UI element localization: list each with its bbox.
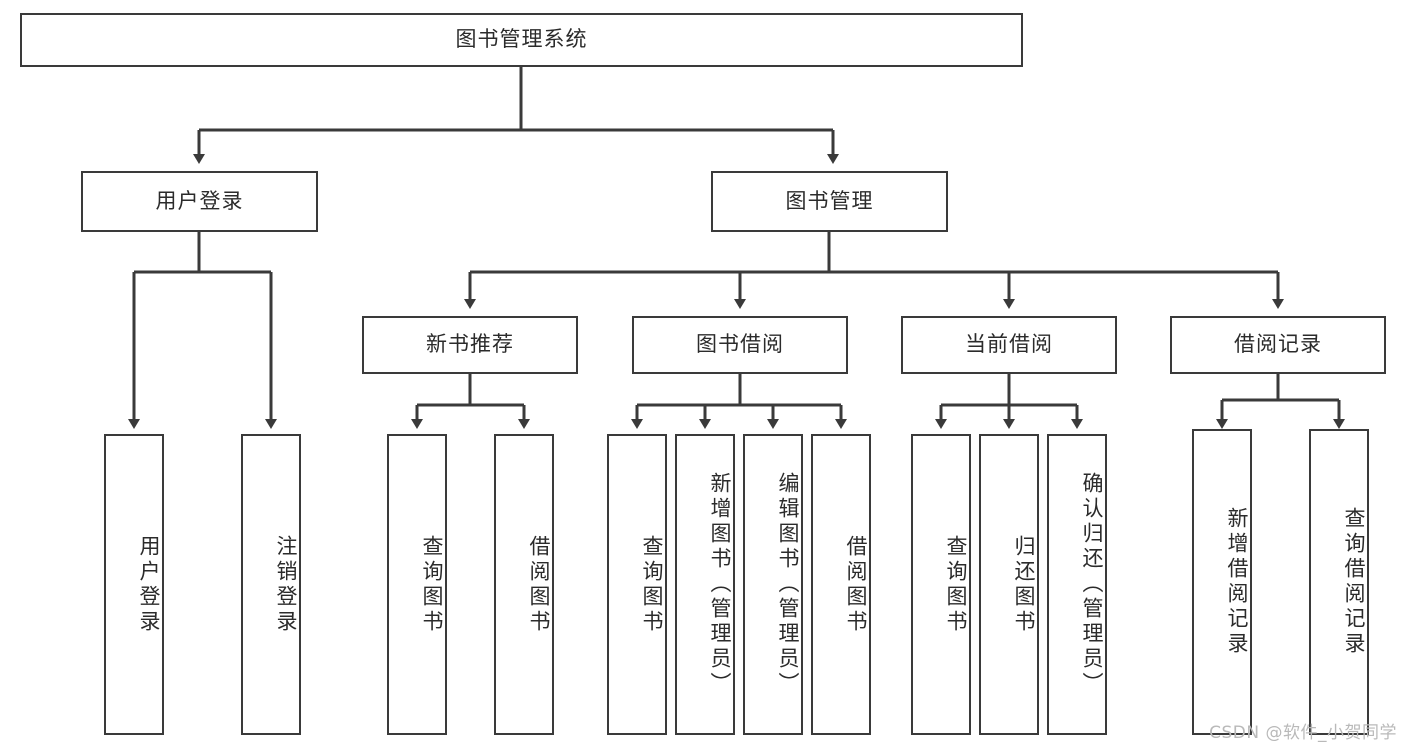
leaf-confirm-return-label: 确认归还（管理员） bbox=[1080, 472, 1104, 697]
node-book-borrow[interactable]: 图书借阅 bbox=[632, 316, 848, 374]
node-book-manage[interactable]: 图书管理 bbox=[711, 171, 948, 232]
leaf-add-book-label: 新增图书（管理员） bbox=[708, 472, 732, 697]
leaf-query-book-3-label: 查询图书 bbox=[944, 534, 968, 635]
leaf-edit-book[interactable]: 编辑图书（管理员） bbox=[743, 434, 803, 735]
node-root-label: 图书管理系统 bbox=[455, 27, 588, 52]
node-book-borrow-label: 图书借阅 bbox=[696, 332, 784, 357]
node-borrow-record-label: 借阅记录 bbox=[1234, 332, 1322, 357]
leaf-borrow-book-1[interactable]: 借阅图书 bbox=[494, 434, 554, 735]
node-borrow-record[interactable]: 借阅记录 bbox=[1170, 316, 1386, 374]
node-new-book-rec[interactable]: 新书推荐 bbox=[362, 316, 578, 374]
leaf-query-book-2-label: 查询图书 bbox=[640, 534, 664, 635]
leaf-edit-book-label: 编辑图书（管理员） bbox=[776, 472, 800, 697]
leaf-query-book-3[interactable]: 查询图书 bbox=[911, 434, 971, 735]
leaf-user-logout[interactable]: 注销登录 bbox=[241, 434, 301, 735]
leaf-query-record[interactable]: 查询借阅记录 bbox=[1309, 429, 1369, 735]
leaf-borrow-book-1-label: 借阅图书 bbox=[527, 534, 551, 635]
leaf-return-book-label: 归还图书 bbox=[1012, 534, 1036, 635]
leaf-confirm-return[interactable]: 确认归还（管理员） bbox=[1047, 434, 1107, 735]
node-user-login-label: 用户登录 bbox=[155, 188, 244, 213]
leaf-user-logout-label: 注销登录 bbox=[274, 534, 298, 635]
leaf-query-book-2[interactable]: 查询图书 bbox=[607, 434, 667, 735]
node-root[interactable]: 图书管理系统 bbox=[20, 13, 1023, 67]
leaf-add-record-label: 新增借阅记录 bbox=[1225, 507, 1249, 657]
leaf-user-login[interactable]: 用户登录 bbox=[104, 434, 164, 735]
node-user-login[interactable]: 用户登录 bbox=[81, 171, 318, 232]
leaf-return-book[interactable]: 归还图书 bbox=[979, 434, 1039, 735]
leaf-borrow-book-2[interactable]: 借阅图书 bbox=[811, 434, 871, 735]
node-current-borrow[interactable]: 当前借阅 bbox=[901, 316, 1117, 374]
leaf-query-book-1[interactable]: 查询图书 bbox=[387, 434, 447, 735]
leaf-add-record[interactable]: 新增借阅记录 bbox=[1192, 429, 1252, 735]
node-new-book-rec-label: 新书推荐 bbox=[426, 332, 514, 357]
node-current-borrow-label: 当前借阅 bbox=[965, 332, 1053, 357]
leaf-query-record-label: 查询借阅记录 bbox=[1342, 507, 1366, 657]
leaf-user-login-label: 用户登录 bbox=[137, 534, 161, 635]
leaf-query-book-1-label: 查询图书 bbox=[420, 534, 444, 635]
leaf-borrow-book-2-label: 借阅图书 bbox=[844, 534, 868, 635]
watermark-text: CSDN @软件_小贺同学 bbox=[1209, 723, 1397, 743]
node-book-manage-label: 图书管理 bbox=[785, 188, 874, 213]
leaf-add-book[interactable]: 新增图书（管理员） bbox=[675, 434, 735, 735]
